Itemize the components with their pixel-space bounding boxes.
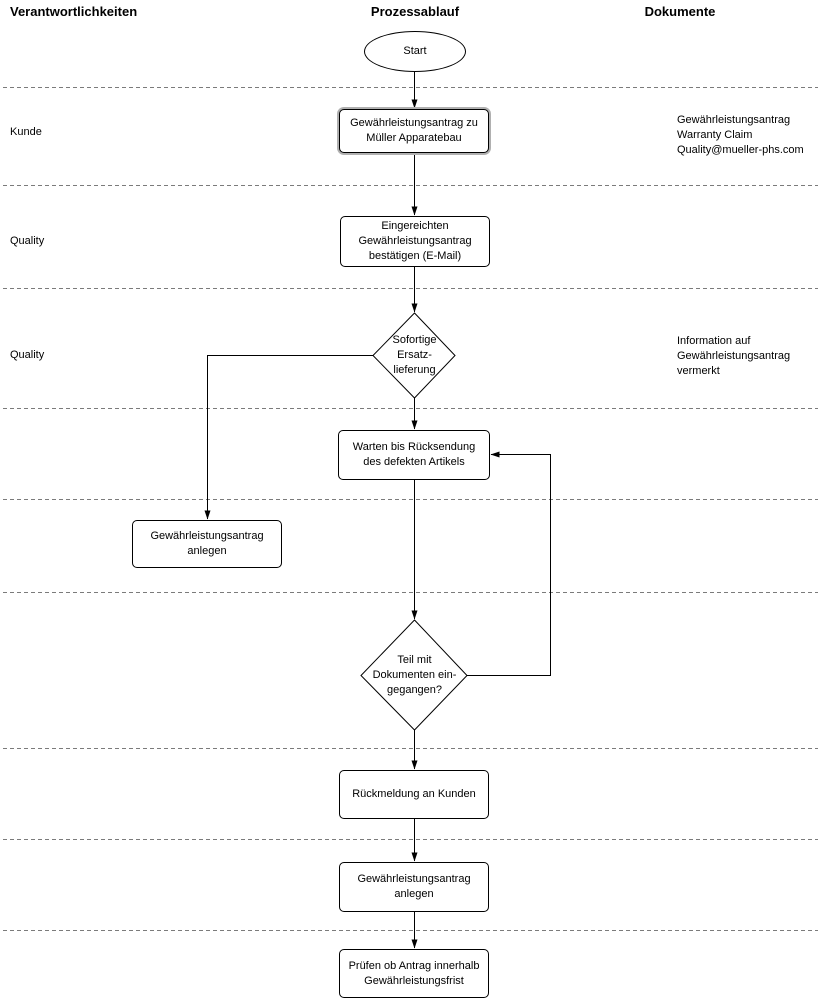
column-header-responsibilities: Verantwortlichkeiten [10,4,138,19]
process-box-create-claim-left: Gewährleistungsantrag anlegen [132,520,282,568]
decision-diamond-part-received [360,619,468,731]
process-box-check-warranty-period: Prüfen ob Antrag innerhalb Gewährleistun… [339,949,489,998]
process-box-create-claim: Gewährleistungsantrag anlegen [339,862,489,912]
lane-label-quality-1: Quality [10,235,45,247]
flow-arrow-decision-to-create-left [204,355,373,520]
column-header-process: Prozessablauf [370,4,460,19]
process-box-feedback-to-customer: Rückmeldung an Kunden [339,770,489,819]
process-box-warranty-claim-to-mueller: Gewährleistungsantrag zu Müller Apparate… [339,109,489,153]
process-box-confirm-claim: Eingereichten Gewährleistungsantrag best… [340,216,490,267]
flow-arrow-decision2-loopback-to-wait [467,451,551,676]
process-box-wait-for-return: Warten bis Rücksendung des defekten Arti… [338,430,490,480]
decision-label-immediate-replacement: Sofortige Ersatz- lieferung [392,333,437,376]
start-node: Start [364,31,466,72]
lane-label-kunde: Kunde [10,126,42,138]
lane-label-quality-2: Quality [10,349,45,361]
column-header-documents: Dokumente [644,4,716,19]
doc-note-warranty-claim: Gewährleistungsantrag Warranty Claim Qua… [677,114,804,156]
decision-label-part-received: Teil mit Dokumenten ein- gegangen? [372,653,457,696]
doc-note-information-vermerkt: Information auf Gewährleistungsantrag ve… [677,335,791,377]
decision-diamond-immediate-replacement [372,312,456,399]
